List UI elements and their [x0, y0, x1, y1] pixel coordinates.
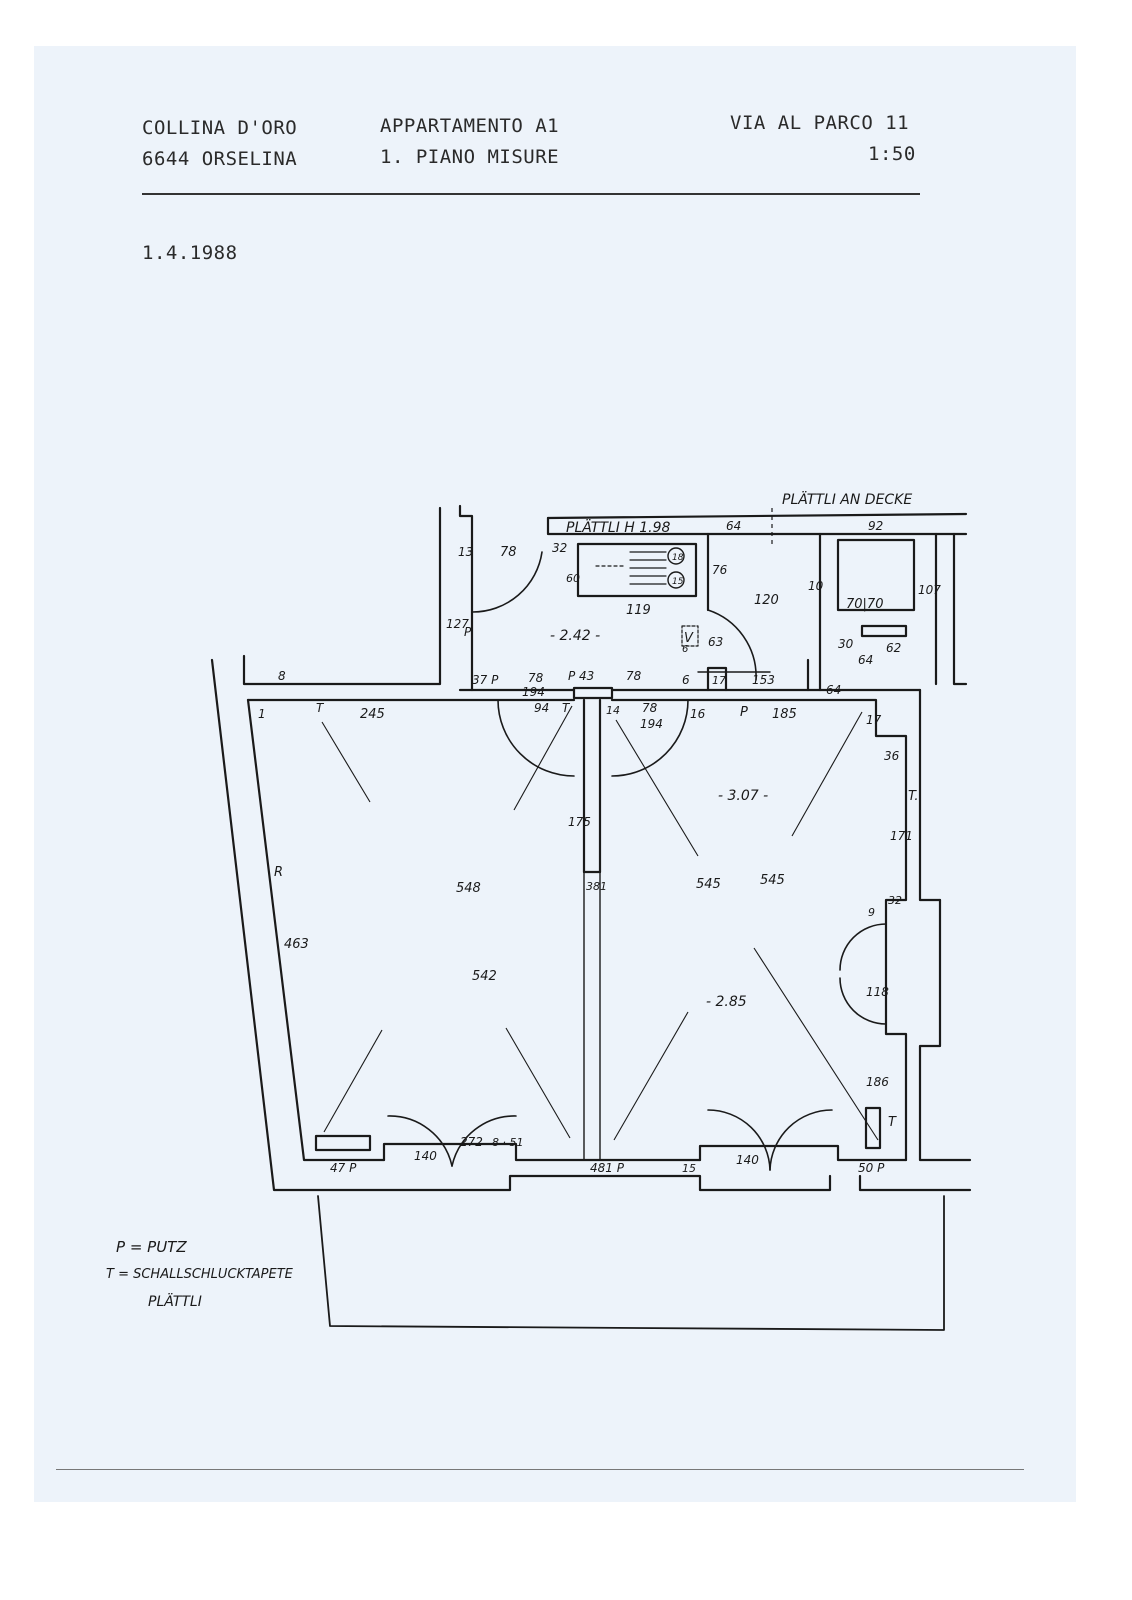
dim-542: 542 — [472, 969, 497, 984]
ceiling-note: PLÄTTLI AN DECKE — [782, 490, 912, 508]
dim-185: 185 — [772, 707, 797, 722]
plan-annotations: PLÄTTLI AN DECKE PLÄTTLI H 1.98 13 78 32… — [258, 490, 941, 1175]
dim-127: 127 — [446, 617, 469, 631]
dim-8-51: 8 · 51 — [492, 1136, 524, 1149]
unit-line-1: APPARTAMENTO A1 — [380, 115, 560, 137]
label-t-left: T — [316, 701, 325, 715]
dim-8: 8 — [278, 669, 286, 683]
tiles-height-note: PLÄTTLI H 1.98 — [566, 518, 671, 536]
label-t-right: T. — [908, 789, 919, 804]
scale-label: 1:50 — [868, 143, 916, 165]
dim-118: 118 — [866, 985, 889, 999]
dim-17: 17 — [712, 674, 726, 687]
dim-194-b: 194 — [640, 717, 663, 731]
dim-245: 245 — [360, 707, 385, 722]
dim-78-a: 78 — [500, 545, 517, 560]
dim-36: 36 — [884, 749, 900, 763]
dim-30: 30 — [838, 637, 854, 651]
dim-16: 16 — [690, 707, 706, 721]
dim-14: 14 — [606, 704, 620, 717]
dim-78-b: 78 — [528, 671, 544, 685]
diagonal-lines — [321, 705, 879, 1141]
dim-50-p: 50 P — [858, 1161, 885, 1175]
dim-548: 548 — [456, 881, 481, 896]
dim-171: 171 — [890, 829, 913, 843]
dim-153: 153 — [752, 673, 775, 687]
label-t-bottom: T — [888, 1115, 897, 1130]
dim-63: 63 — [708, 635, 723, 649]
dim-9: 9 — [868, 906, 875, 919]
dim-119: 119 — [626, 603, 651, 618]
dim-140-b: 140 — [736, 1153, 759, 1167]
dim-175: 175 — [568, 815, 591, 829]
dim-94: 94 — [534, 701, 549, 715]
dim-545-b: 545 — [760, 873, 785, 888]
legend-t: T = SCHALLSCHLUCKTAPETE — [106, 1267, 294, 1282]
location-line-1: COLLINA D'ORO — [142, 117, 298, 139]
label-p-right: P — [740, 705, 748, 720]
dim-13: 13 — [458, 545, 473, 559]
dim-92: 92 — [868, 519, 883, 533]
dim-186: 186 — [866, 1075, 889, 1089]
dim-15-b: 15 — [682, 1162, 696, 1175]
dim-545-a: 545 — [696, 877, 721, 892]
dim-272: 272 — [460, 1135, 483, 1149]
dim-381: 381 — [586, 880, 607, 893]
dim-120: 120 — [754, 593, 779, 608]
legend-tiles: PLÄTTLI — [148, 1292, 202, 1310]
dim-6-a: 6 — [682, 644, 688, 655]
dim-p43: P 43 — [568, 669, 594, 683]
dim-140-a: 140 — [414, 1149, 437, 1163]
dim-15: 15 — [672, 577, 684, 587]
height-lower-room: - 2.85 — [706, 994, 747, 1010]
dim-463: 463 — [284, 937, 309, 952]
height-right-room: - 3.07 - — [718, 788, 768, 804]
bottom-rule — [56, 1469, 1024, 1470]
dim-32-b: 32 — [888, 894, 902, 907]
dim-32: 32 — [552, 541, 567, 555]
plan-walls — [210, 504, 972, 1331]
label-p-bath: P — [464, 625, 472, 639]
dim-70-70: 70|70 — [846, 597, 883, 612]
dim-6-b: 6 — [682, 673, 690, 687]
label-r: R — [274, 865, 283, 880]
dim-17-b: 17 — [866, 713, 882, 727]
location-line-2: 6644 ORSELINA — [142, 148, 298, 170]
height-bathroom: - 2.42 - — [550, 628, 600, 644]
date-label: 1.4.1988 — [142, 242, 238, 264]
dim-64-a: 64 — [726, 519, 741, 533]
dim-78-c: 78 — [626, 669, 642, 683]
label-t-corridor: T — [562, 701, 571, 715]
dim-64-b: 64 — [858, 653, 873, 667]
dim-18: 18 — [672, 553, 684, 563]
legend-p: P = PUTZ — [116, 1238, 187, 1256]
dim-37-p: 37 P — [472, 673, 499, 687]
dim-194-a: 194 — [522, 685, 545, 699]
dim-107: 107 — [918, 583, 941, 597]
legend: P = PUTZ T = SCHALLSCHLUCKTAPETE PLÄTTLI — [106, 1238, 294, 1310]
ventilation-v: V — [684, 631, 694, 646]
dim-60: 60 — [566, 572, 580, 585]
dim-64-c: 64 — [826, 683, 841, 697]
header-rule — [142, 193, 920, 195]
unit-line-2: 1. PIANO MISURE — [380, 146, 560, 168]
dim-481-p: 481 P — [590, 1161, 625, 1175]
dim-78-d: 78 — [642, 701, 658, 715]
dim-10: 10 — [808, 579, 824, 593]
address-line: VIA AL PARCO 11 — [730, 112, 910, 134]
dim-62: 62 — [886, 641, 901, 655]
dim-1: 1 — [258, 707, 266, 721]
dim-47-p: 47 P — [330, 1161, 357, 1175]
dim-76: 76 — [712, 563, 728, 577]
